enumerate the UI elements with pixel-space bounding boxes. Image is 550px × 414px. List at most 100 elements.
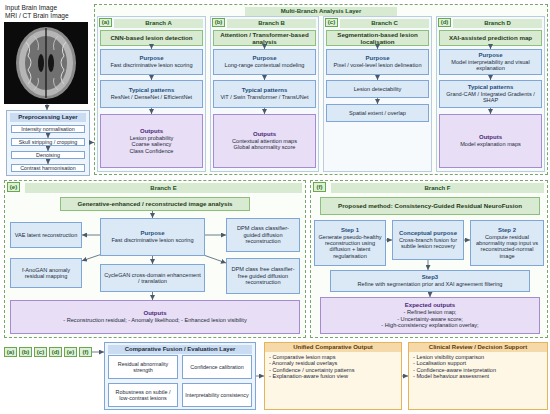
node-heading: Confidence calibration [190, 364, 243, 370]
flow-arrow [152, 211, 153, 218]
node-text: Contextual attention maps [232, 138, 297, 144]
node-text: Class Confidence [130, 148, 174, 154]
text-holder: Interpretability consistency [183, 384, 251, 406]
branch-title: Attention / Transformer-based analysis [213, 30, 316, 46]
layer-box: Preprocessing LayerIntensity normalisati… [6, 110, 90, 176]
node-text: Model explanation maps [460, 141, 521, 147]
node-text: - Refined lesion map; [404, 309, 457, 315]
branch-title: Segmentation-based lesion localisation [326, 30, 429, 46]
node-heading: Branch A [145, 20, 171, 27]
text-holder: Step 1Generate pseudo-healthy reconstruc… [315, 221, 385, 265]
text-holder: (b) [20, 348, 31, 356]
text-holder: Typical patternsGrand-CAM / Integrated G… [440, 81, 541, 107]
node-heading: (e) [10, 184, 17, 191]
text-holder: (e) [8, 183, 19, 191]
node-heading: Purpose [478, 52, 502, 59]
text-holder: Proposed method: Consistency-Guided Resi… [321, 198, 539, 214]
node-text: ViT / Swin Transformer / TransUNet [220, 94, 308, 100]
node-heading: Typical patterns [242, 87, 288, 94]
node-heading: (e) [67, 349, 74, 356]
flow-arrow [47, 104, 48, 110]
criterion-box: Confidence calibration [182, 355, 252, 379]
node-text: Refine with segmentation prior and XAI a… [358, 281, 503, 287]
purpose-box: PurposeFast discriminative lesion scorin… [100, 49, 203, 75]
text-holder: Branch A [114, 19, 203, 28]
node-heading: Interpretability consistency [185, 392, 249, 398]
text-holder: Generative-enhanced / reconstructed imag… [61, 198, 249, 210]
node-heading: Residual abnormality strength [111, 361, 175, 373]
text-holder: (f) [314, 183, 325, 191]
node-text: Generate pseudo-healthy reconstruction u… [317, 234, 383, 260]
flow-arrow [428, 260, 429, 270]
text-holder: Expected outputs- Refined lesion map;- U… [321, 298, 539, 333]
method-box: DPM class free classifier-free guided di… [226, 258, 300, 294]
node-heading: Generative-enhanced / reconstructed imag… [77, 200, 232, 207]
branch-panel: Branch A (a) CNN-based lesion detectionPur… [97, 16, 206, 172]
text-holder: Skull stripping / cropping [12, 139, 84, 145]
text-holder: XAI-assisted prediction map [440, 31, 541, 45]
text-holder: Step 2Compute residual abnormality map i… [471, 221, 543, 265]
node-heading: Typical patterns [468, 84, 514, 91]
node-heading: Purpose [252, 55, 276, 62]
text-holder: (f) [80, 348, 91, 356]
flow-arrow [152, 256, 153, 264]
brain-scan [4, 22, 88, 104]
text-holder: Segmentation-based lesion localisation [327, 31, 428, 45]
node-text: - High-consistency explanation overlay; [381, 322, 478, 328]
criterion-box: Interpretability consistency [182, 383, 252, 407]
node-heading: Step3 [422, 274, 438, 281]
node-heading: CNN-based lesion detection [110, 34, 192, 41]
flow-arrow [48, 159, 49, 164]
branch-title: XAI-assisted prediction map [439, 30, 542, 46]
node-heading: Segmentation-based lesion localisation [329, 31, 426, 45]
output-box: Outputs- Reconstruction residual; - Anom… [10, 300, 300, 334]
node-text: - Anomaly residual overlays [265, 360, 401, 366]
branch-badge: (c) [34, 347, 47, 357]
branch-badge: (c) [325, 18, 338, 27]
text-holder: (d) [439, 19, 450, 26]
branch-panel: Branch F(f)Proposed method: Consistency-… [310, 180, 548, 338]
flow-arrow [92, 352, 104, 353]
text-holder: (a) [100, 19, 111, 26]
text-holder: Residual abnormality strength [109, 356, 177, 378]
text-holder: Branch D [453, 19, 542, 28]
flow-arrow [48, 133, 49, 138]
flow-arrow [264, 108, 265, 114]
branch-badge: (e) [7, 182, 20, 192]
purpose-box: PurposeModel interpretability and visual… [439, 49, 542, 75]
branch-badge: (e) [64, 347, 77, 357]
node-text: - Comparative lesion maps [265, 354, 401, 360]
node-heading: f-AnoGAN anomaly residual mapping [13, 267, 79, 280]
text-holder: (e) [65, 348, 76, 356]
text-holder: f-AnoGAN anomaly residual mapping [11, 259, 81, 287]
node-heading: Outputs [253, 131, 276, 138]
flow-arrow [151, 75, 152, 80]
flow-arrow [430, 292, 431, 297]
branch-badge: (f) [313, 182, 326, 192]
node-heading: Step 1 [341, 227, 359, 234]
node-heading: Purpose [140, 230, 164, 237]
text-holder: Typical patternsViT / Swin Transformer /… [214, 81, 315, 107]
text-holder: Lesion detectability [327, 81, 428, 97]
pattern-box: Typical patternsGrand-CAM / Integrated G… [439, 80, 542, 108]
text-holder: OutputsContextual attention mapsGlobal a… [214, 115, 315, 167]
text-holder: Clinical Review / Decision Support- Lesi… [409, 343, 547, 409]
output-box: OutputsContextual attention mapsGlobal a… [213, 114, 316, 168]
node-heading: Branch C [371, 20, 398, 27]
flow-arrow [490, 108, 491, 114]
flow-arrow [490, 75, 491, 80]
node-heading: (b) [22, 349, 30, 356]
flow-arrow [205, 256, 226, 263]
branch-badge: (d) [49, 347, 62, 357]
node-text: Cross-branch fusion for subtle lesion re… [395, 237, 461, 250]
node-heading: Outputs [144, 310, 167, 317]
output-box: OutputsLesion probabilityCoarse saliency… [100, 114, 203, 168]
flow-arrow [377, 46, 378, 49]
node-heading: Typical patterns [129, 87, 175, 94]
node-heading: Outputs [140, 128, 163, 135]
text-holder: Intensity normalisation [12, 126, 84, 132]
text-holder: Confidence calibration [183, 356, 251, 378]
flow-arrow [152, 292, 153, 300]
text-holder: (a) [5, 348, 16, 356]
node-heading: Proposed method: Consistency-Guided Resi… [338, 202, 522, 209]
